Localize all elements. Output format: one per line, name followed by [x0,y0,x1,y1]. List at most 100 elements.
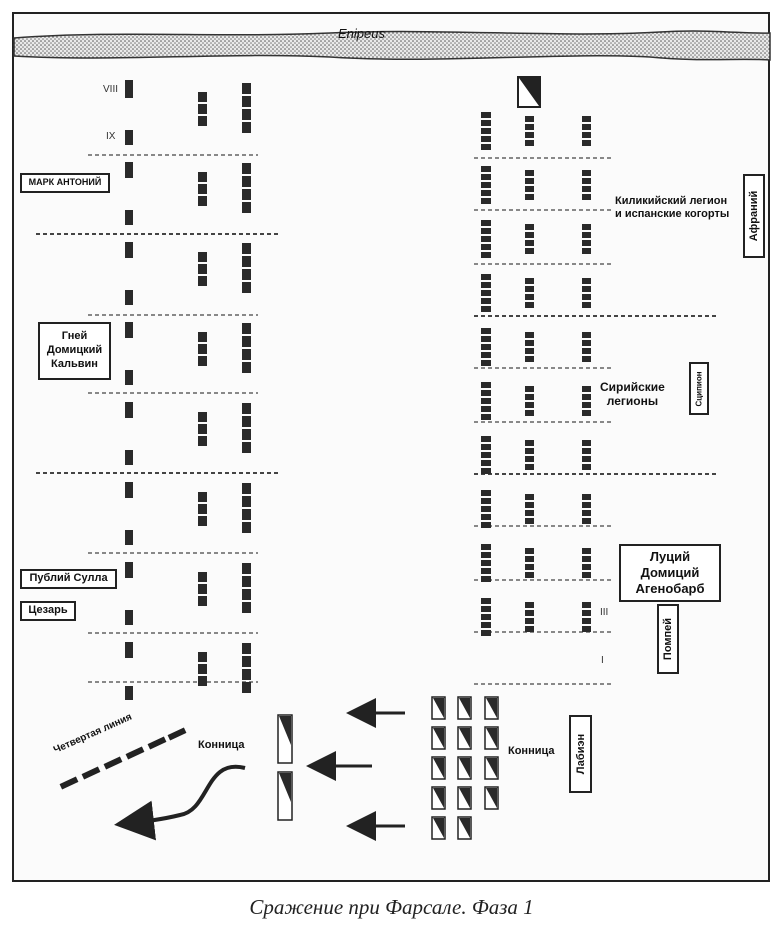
caesar-cavalry-squadron [279,773,291,802]
pompey-cavalry-squadron [459,818,470,838]
pompey-cohort [525,170,534,176]
mark-antony-label: МАРК АНТОНИЙ [20,173,110,193]
pompey-cohort [525,440,534,446]
pompey-cohort [481,552,491,558]
caesar-cohort [242,256,251,267]
pompey-cohort [525,116,534,122]
caesar-cohort [242,122,251,133]
caesar-cohort [242,336,251,347]
caesar-cohort [198,664,207,674]
pompey-cavalry-squadron [433,698,444,718]
pompey-cohort [525,232,534,238]
caesar-cohort [198,412,207,422]
caesar-cohort [242,509,251,520]
pompey-cohort [481,522,491,528]
diagram-frame [12,12,770,882]
pompey-cavalry-squadron [459,788,470,808]
caesar-cohort [242,429,251,440]
legion-i-label: I [601,655,604,666]
pompey-cohort [582,248,591,254]
pompey-cohort [525,340,534,346]
caesar-cohort [125,562,133,578]
pompey-cohort [481,236,491,242]
caesar-cohort [198,584,207,594]
pompey-cohort [582,124,591,130]
unit-blocks [125,76,591,700]
pompey-cohort [525,140,534,146]
pompey-cohort [582,402,591,408]
caesar-cohort [242,83,251,94]
pompey-cohort [582,510,591,516]
pompey-cohort [582,456,591,462]
caesar-cohort [198,504,207,514]
pompey-cohort [481,220,491,226]
pompey-cohort [481,166,491,172]
pompey-cohort [525,178,534,184]
caesar-cohort [198,492,207,502]
pompey-cohort [582,170,591,176]
pompey-cohort [481,452,491,458]
pompey-cohort [481,360,491,366]
pompey-cohort [525,602,534,608]
labienus-text: Лабиэн [574,733,587,775]
pompey-cohort [525,286,534,292]
pompey-cohort [525,124,534,130]
caesar-cohort [125,290,133,305]
sulla-label: Публий Сулла [20,569,117,589]
pompey-cavalry-squadron [486,788,497,808]
pompey-cohort [582,556,591,562]
caesar-cohort [242,576,251,587]
pompey-cohort [525,502,534,508]
caesar-cohort [198,92,207,102]
pompey-cohort [582,286,591,292]
pompey-cohort [582,294,591,300]
caesar-cohort [125,530,133,545]
pompey-cohort [582,116,591,122]
caesar-cohort [125,130,133,145]
pompey-cohort [481,598,491,604]
pompey-cohort [481,190,491,196]
pompey-cohort [481,136,491,142]
pompey-cavalry-squadron [459,728,470,748]
caesar-cavalry-label: Конница [198,739,245,751]
pompey-hq-block [519,78,539,106]
pompey-cohort [582,232,591,238]
caesar-cohort [125,80,133,98]
pompey-cohort [525,248,534,254]
labienus-label: Лабиэн [569,715,592,793]
pompey-cohort [481,544,491,550]
pompey-cavalry-squadron [486,698,497,718]
caesar-cohort [125,162,133,178]
caesar-cavalry-squadron [279,716,291,745]
caesar-cohort [242,269,251,280]
caesar-cohort [198,252,207,262]
pompey-cohort [582,618,591,624]
pompey-cavalry-squadron [486,728,497,748]
pompey-cavalry-squadron [433,758,444,778]
pompey-cohort [582,518,591,524]
pompey-cohort [525,356,534,362]
caesar-cohort [125,482,133,498]
pompey-cohort [481,398,491,404]
caesar-cohort [242,522,251,533]
pompey-cohort [525,348,534,354]
caesar-cohort [198,184,207,194]
pompey-cohort [481,568,491,574]
river-band [13,30,771,61]
pompey-cohort [481,306,491,312]
pompey-cohort [481,490,491,496]
pompey-cohort [525,456,534,462]
pompey-cohort [582,278,591,284]
caesar-cohort [242,282,251,293]
pompey-cohort [525,572,534,578]
pompey-cohort [481,252,491,258]
pompey-cohort [525,618,534,624]
caesar-cohort [242,416,251,427]
pompey-cavalry-squadron [433,728,444,748]
caesar-cohort [198,344,207,354]
pompey-cohort [525,194,534,200]
pompey-cohort [582,332,591,338]
pompey-cohort [481,244,491,250]
pompey-cohort [525,556,534,562]
pompey-cohort [582,394,591,400]
